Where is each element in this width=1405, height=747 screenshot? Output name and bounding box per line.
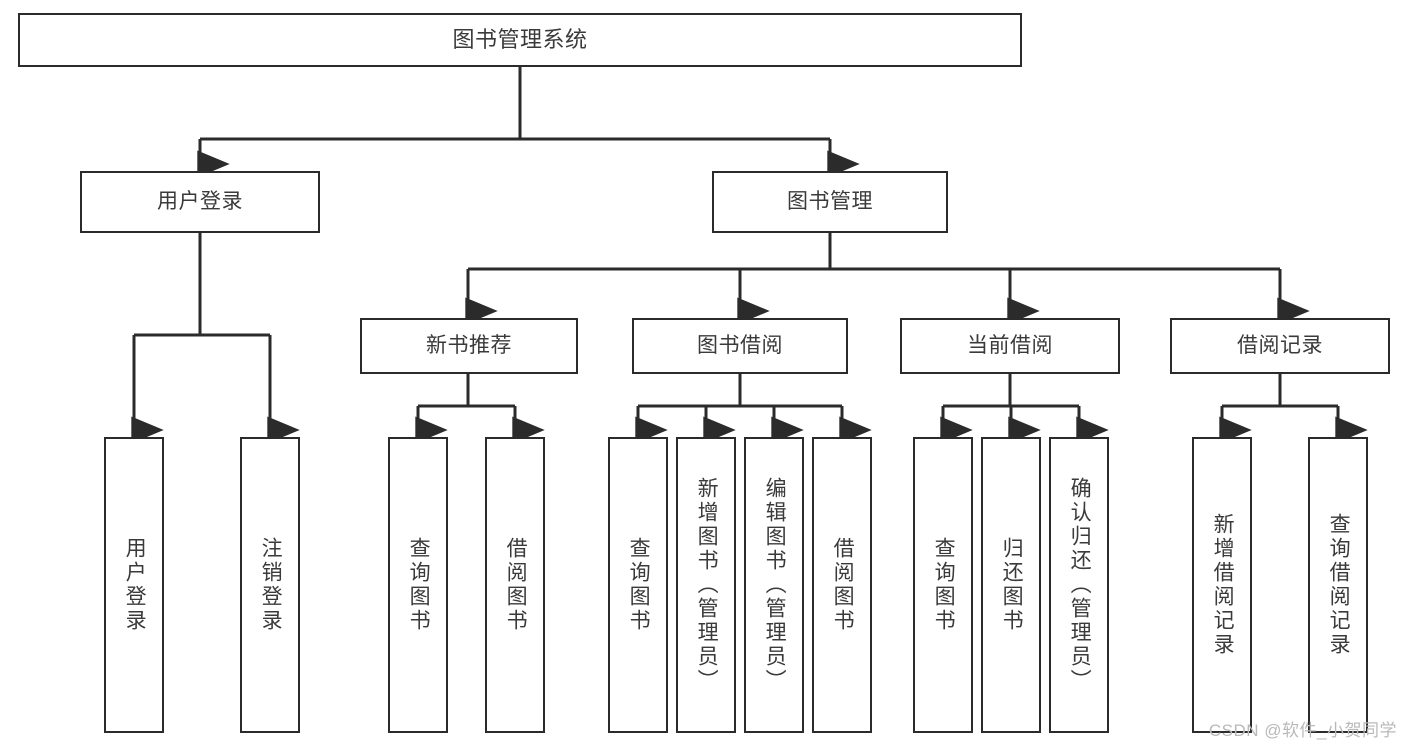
leaf-add-book-admin-label: 新增图书（管理员）: [695, 477, 719, 693]
leaf-return-book[interactable]: 归还图书: [981, 437, 1041, 733]
node-user-login[interactable]: 用户登录: [80, 171, 320, 233]
leaf-user-login-label: 用户登录: [123, 537, 147, 633]
leaf-borrow-book-recommend-label: 借阅图书: [504, 537, 528, 633]
node-book-borrow-label: 图书借阅: [697, 333, 783, 357]
leaf-user-logout-label: 注销登录: [259, 537, 283, 633]
leaf-query-borrow-record-label: 查询借阅记录: [1327, 513, 1351, 657]
leaf-return-book-label: 归还图书: [1000, 537, 1024, 633]
leaf-query-book-recommend-label: 查询图书: [407, 537, 431, 633]
leaf-query-book-recommend[interactable]: 查询图书: [388, 437, 448, 733]
node-book-borrow[interactable]: 图书借阅: [632, 318, 848, 374]
node-user-login-label: 用户登录: [157, 189, 243, 213]
leaf-edit-book-admin-label: 编辑图书（管理员）: [763, 477, 787, 693]
leaf-confirm-return-admin-label: 确认归还（管理员）: [1068, 477, 1092, 693]
leaf-user-login[interactable]: 用户登录: [104, 437, 164, 733]
node-new-book-recommend[interactable]: 新书推荐: [360, 318, 578, 374]
node-borrow-record-label: 借阅记录: [1237, 333, 1323, 357]
leaf-query-book-current-label: 查询图书: [932, 537, 956, 633]
leaf-add-book-admin[interactable]: 新增图书（管理员）: [676, 437, 736, 733]
leaf-borrow-book-recommend[interactable]: 借阅图书: [485, 437, 545, 733]
leaf-add-borrow-record-label: 新增借阅记录: [1211, 513, 1235, 657]
node-borrow-record[interactable]: 借阅记录: [1170, 318, 1390, 374]
node-book-manage[interactable]: 图书管理: [712, 171, 948, 233]
node-root[interactable]: 图书管理系统: [18, 13, 1022, 67]
leaf-add-borrow-record[interactable]: 新增借阅记录: [1192, 437, 1252, 733]
node-current-borrow-label: 当前借阅: [967, 333, 1053, 357]
leaf-query-borrow-record[interactable]: 查询借阅记录: [1308, 437, 1368, 733]
leaf-confirm-return-admin[interactable]: 确认归还（管理员）: [1049, 437, 1109, 733]
node-root-label: 图书管理系统: [452, 27, 588, 53]
leaf-query-book-current[interactable]: 查询图书: [913, 437, 973, 733]
leaf-query-book-borrow[interactable]: 查询图书: [608, 437, 668, 733]
leaf-borrow-book-label: 借阅图书: [831, 537, 855, 633]
watermark-text: CSDN @软件_小贺同学: [1208, 721, 1397, 740]
leaf-user-logout[interactable]: 注销登录: [240, 437, 300, 733]
node-new-book-recommend-label: 新书推荐: [426, 333, 512, 357]
leaf-query-book-borrow-label: 查询图书: [627, 537, 651, 633]
node-current-borrow[interactable]: 当前借阅: [900, 318, 1120, 374]
leaf-edit-book-admin[interactable]: 编辑图书（管理员）: [744, 437, 804, 733]
node-book-manage-label: 图书管理: [787, 189, 873, 213]
leaf-borrow-book[interactable]: 借阅图书: [812, 437, 872, 733]
